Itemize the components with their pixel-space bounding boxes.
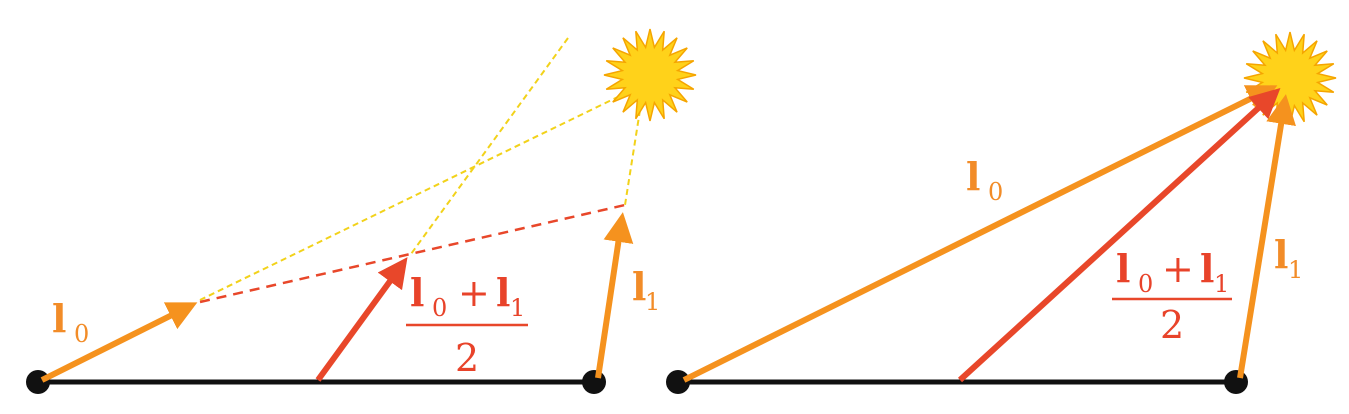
left-panel: l 0 l 1 l 0 + l 1 2 [26, 28, 697, 394]
avg-l0-subscript: 0 [1138, 270, 1153, 298]
sun-icon [603, 28, 697, 122]
l0-vector [40, 302, 198, 383]
interpolation-line-dashed [199, 203, 626, 304]
surface-endpoint [666, 370, 690, 394]
l0-subscript: 0 [988, 178, 1003, 206]
l1-vector [595, 212, 634, 379]
l0-label: l 0 [52, 296, 89, 348]
l0-vector [682, 85, 1278, 383]
average-label: l 0 + l 1 2 [406, 270, 528, 380]
light-ray-dashed [410, 37, 569, 255]
surface-endpoint [26, 370, 50, 394]
avg-l0-subscript: 0 [432, 294, 447, 322]
surface-endpoint [582, 370, 606, 394]
avg-l0-letter: l [1116, 246, 1130, 291]
l1-subscript: 1 [645, 288, 660, 316]
l1-letter: l [632, 264, 646, 309]
l1-letter: l [1274, 232, 1288, 277]
l1-label: l 1 [632, 264, 660, 316]
right-panel: l 0 l 1 l 0 + l 1 2 [666, 31, 1337, 394]
l0-letter: l [52, 296, 66, 341]
avg-denominator: 2 [455, 336, 479, 380]
avg-l1-letter: l [496, 270, 510, 315]
l0-label: l 0 [966, 154, 1003, 206]
avg-plus: + [1162, 247, 1194, 291]
l0-subscript: 0 [74, 320, 89, 348]
avg-denominator: 2 [1160, 303, 1184, 347]
l1-label: l 1 [1274, 232, 1303, 284]
surface-endpoint [1224, 370, 1248, 394]
avg-plus: + [458, 271, 490, 315]
avg-l1-letter: l [1200, 246, 1214, 291]
average-vector [957, 87, 1281, 383]
l1-subscript: 1 [1288, 256, 1303, 284]
average-vector [315, 257, 408, 382]
avg-l1-subscript: 1 [510, 294, 525, 322]
avg-l1-subscript: 1 [1214, 270, 1229, 298]
avg-l0-letter: l [410, 270, 424, 315]
average-label: l 0 + l 1 2 [1112, 246, 1232, 347]
l0-letter: l [966, 154, 980, 199]
light-ray-dashed [624, 109, 641, 206]
l1-vector [1237, 94, 1296, 379]
light-ray-dashed [199, 91, 629, 301]
